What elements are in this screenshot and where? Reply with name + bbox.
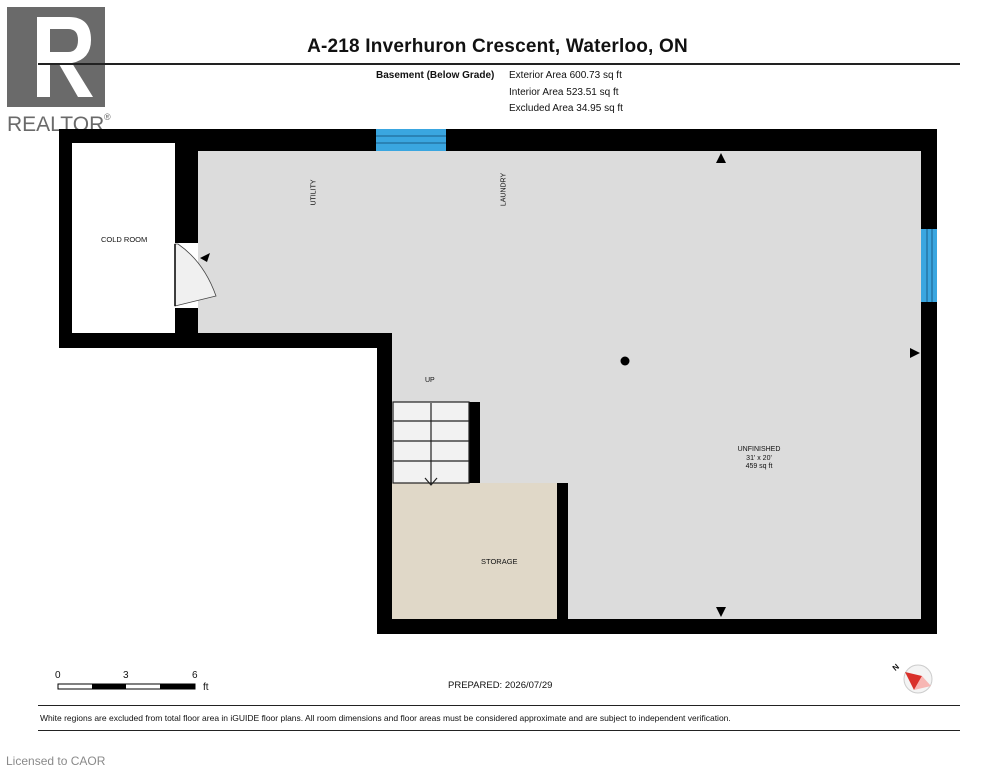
room-label-laundry: LAUNDRY: [500, 172, 508, 207]
dimension-arrow-up-icon: [716, 153, 726, 163]
unfinished-name: UNFINISHED: [737, 446, 781, 453]
realtor-logo: REALTOR ®: [7, 7, 117, 136]
footer-rule-bottom: [38, 730, 960, 731]
room-label-cold-room: COLD ROOM: [101, 235, 148, 244]
page-title: A-218 Inverhuron Crescent, Waterloo, ON: [307, 36, 688, 57]
stairs-up-label: UP: [425, 377, 435, 384]
excluded-area: Excluded Area 34.95 sq ft: [509, 103, 623, 114]
header-rule: [38, 63, 960, 65]
scale-tick-3: 3: [123, 670, 129, 681]
cold-room-floor: [72, 145, 175, 332]
interior-area: Interior Area 523.51 sq ft: [509, 87, 619, 98]
unfinished-floor: [198, 150, 921, 619]
scale-tick-0: 0: [55, 670, 61, 681]
registered-mark: ®: [104, 112, 111, 122]
realtor-r-icon: REALTOR ®: [7, 7, 111, 136]
disclaimer: White regions are excluded from total fl…: [40, 713, 731, 723]
dimension-arrow-down-icon: [716, 607, 726, 617]
storage-floor: [392, 483, 557, 619]
room-label-storage: STORAGE: [481, 557, 518, 566]
unfinished-dimensions: 31' x 20': [746, 454, 772, 462]
window-right: [921, 229, 937, 302]
exterior-area: Exterior Area 600.73 sq ft: [509, 70, 622, 81]
licensed-to: Licensed to CAOR: [6, 754, 106, 768]
door-arrow-icon: [200, 253, 210, 262]
footer-rule-top: [38, 705, 960, 706]
floor-name: Basement (Below Grade): [376, 70, 495, 81]
room-label-unfinished: UNFINISHED 31' x 20' 459 sq ft: [700, 446, 818, 472]
dimension-arrow-right-icon: [910, 348, 920, 358]
camera-position-icon: [620, 356, 630, 366]
scale-unit: ft: [203, 682, 209, 693]
window-top: [376, 129, 446, 151]
scale-tick-6: 6: [192, 670, 198, 681]
compass-icon: [903, 664, 933, 694]
stairs: [392, 401, 470, 486]
room-label-utility: UTILITY: [310, 179, 318, 206]
walls: [59, 129, 937, 634]
prepared-date: PREPARED: 2026/07/29: [448, 680, 553, 691]
unfinished-area: 459 sq ft: [745, 463, 773, 470]
scale-bar: [57, 683, 196, 690]
cold-room-door: [174, 243, 217, 307]
